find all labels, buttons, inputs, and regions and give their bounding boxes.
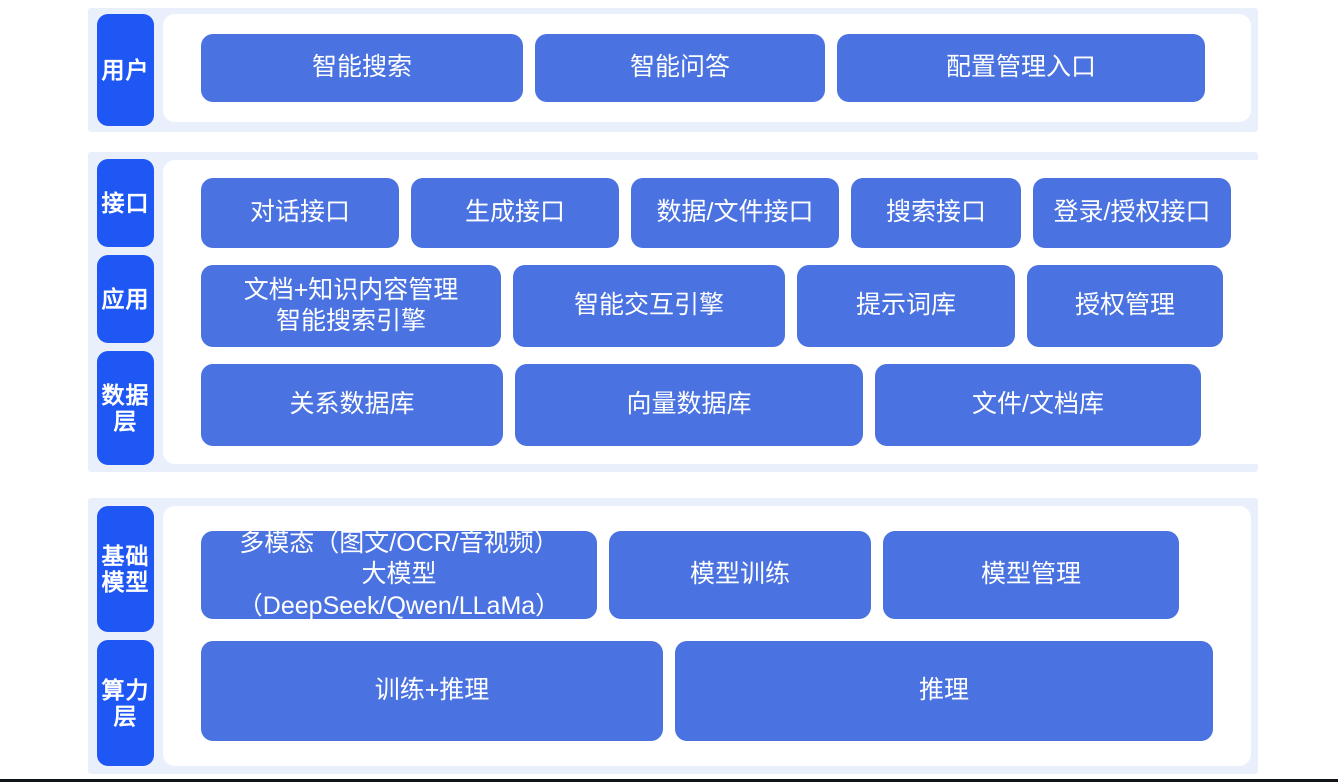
cell-smart-interaction-engine[interactable]: 智能交互引擎 <box>513 265 785 347</box>
cell-document-knowledge-management[interactable]: 文档+知识内容管理 智能搜索引擎 <box>201 265 501 347</box>
row-data: 关系数据库 向量数据库 文件/文档库 <box>163 364 1269 446</box>
cell-login-auth-api[interactable]: 登录/授权接口 <box>1033 178 1231 248</box>
cell-prompt-library[interactable]: 提示词库 <box>797 265 1015 347</box>
row-foundation-model: 多模态（图文/OCR/音视频） 大模型（DeepSeek/Qwen/LLaMa）… <box>163 529 1251 620</box>
layer-tab-interface[interactable]: 接口 <box>97 159 154 247</box>
cell-relational-database[interactable]: 关系数据库 <box>201 364 503 446</box>
cell-dialog-api[interactable]: 对话接口 <box>201 178 399 248</box>
layer-tab-user[interactable]: 用户 <box>97 14 154 126</box>
layer-tab-foundation-model[interactable]: 基础模型 <box>97 506 154 632</box>
cell-data-file-api[interactable]: 数据/文件接口 <box>631 178 839 248</box>
cell-model-management[interactable]: 模型管理 <box>883 531 1179 619</box>
band-foundation-layers: 基础模型 算力层 多模态（图文/OCR/音视频） 大模型（DeepSeek/Qw… <box>88 498 1258 774</box>
cell-inference[interactable]: 推理 <box>675 641 1213 741</box>
cell-search-api[interactable]: 搜索接口 <box>851 178 1021 248</box>
row-interface: 对话接口 生成接口 数据/文件接口 搜索接口 登录/授权接口 <box>163 178 1269 248</box>
rail-foundation-layers: 基础模型 算力层 <box>88 498 163 774</box>
cell-multimodal-large-model[interactable]: 多模态（图文/OCR/音视频） 大模型（DeepSeek/Qwen/LLaMa） <box>201 529 597 620</box>
row-user-entries: 智能搜索 智能问答 配置管理入口 <box>163 14 1251 122</box>
row-application: 文档+知识内容管理 智能搜索引擎 智能交互引擎 提示词库 授权管理 <box>163 265 1269 347</box>
cell-vector-database[interactable]: 向量数据库 <box>515 364 863 446</box>
cell-authorization-management[interactable]: 授权管理 <box>1027 265 1223 347</box>
bottom-divider <box>0 779 1338 782</box>
band-platform-layers: 接口 应用 数据层 对话接口 生成接口 数据/文件接口 搜索接口 登录/授权接口… <box>88 152 1269 472</box>
panel-user-layer: 智能搜索 智能问答 配置管理入口 <box>163 14 1251 122</box>
layer-tab-data[interactable]: 数据层 <box>97 351 154 465</box>
rail-platform-layers: 接口 应用 数据层 <box>88 152 163 472</box>
band-user-layer: 用户 智能搜索 智能问答 配置管理入口 <box>88 8 1258 132</box>
cell-file-document-store[interactable]: 文件/文档库 <box>875 364 1201 446</box>
cell-model-training[interactable]: 模型训练 <box>609 531 871 619</box>
layer-tab-application[interactable]: 应用 <box>97 255 154 343</box>
cell-config-management-entry[interactable]: 配置管理入口 <box>837 34 1205 102</box>
rail-user-layer: 用户 <box>88 8 163 132</box>
panel-platform-layers: 对话接口 生成接口 数据/文件接口 搜索接口 登录/授权接口 文档+知识内容管理… <box>163 160 1269 464</box>
cell-training-and-inference[interactable]: 训练+推理 <box>201 641 663 741</box>
cell-generation-api[interactable]: 生成接口 <box>411 178 619 248</box>
cell-smart-qa[interactable]: 智能问答 <box>535 34 825 102</box>
cell-smart-search[interactable]: 智能搜索 <box>201 34 523 102</box>
layer-tab-compute[interactable]: 算力层 <box>97 640 154 766</box>
row-compute: 训练+推理 推理 <box>163 641 1251 741</box>
panel-foundation-layers: 多模态（图文/OCR/音视频） 大模型（DeepSeek/Qwen/LLaMa）… <box>163 506 1251 766</box>
